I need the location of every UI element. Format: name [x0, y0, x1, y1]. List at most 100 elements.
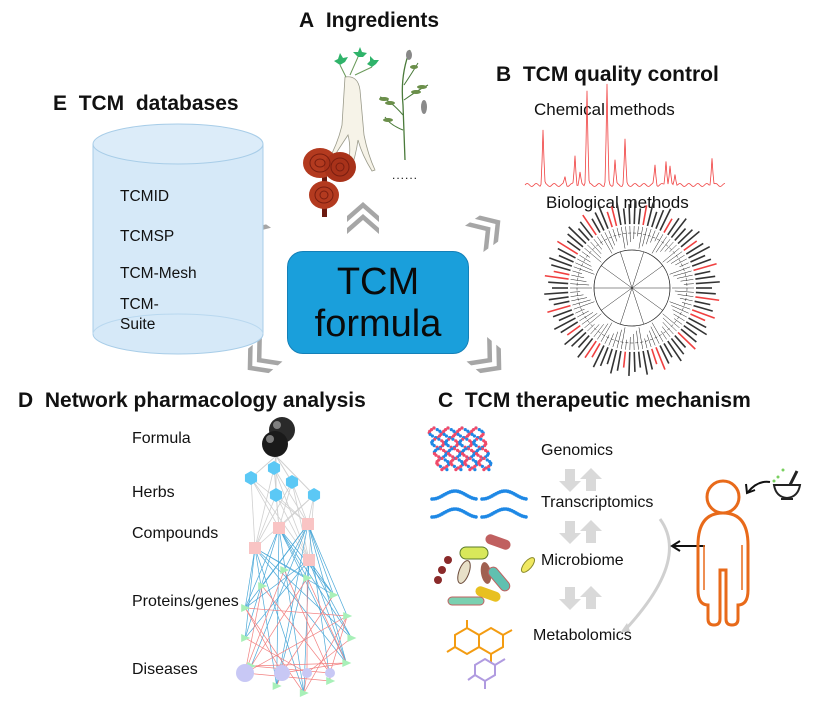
metabolite-molecule-icon: [446, 620, 513, 689]
disease-node: [325, 668, 335, 678]
section-b-title: B TCM quality control: [496, 63, 719, 87]
tree-leaf-label: [695, 291, 716, 295]
section-letter: C: [438, 389, 454, 412]
omics-label-microbiome: Microbiome: [541, 552, 624, 569]
section-c-title: C TCM therapeutic mechanism: [438, 389, 751, 413]
tree-leaf-label: [598, 206, 609, 229]
tree-leaf-label: [592, 345, 605, 368]
tree-leaf-label: [547, 304, 571, 314]
section-title-text: TCM databases: [78, 92, 239, 115]
protein-node: [342, 659, 352, 667]
tree-leaf-label: [594, 212, 605, 231]
tree-leaf-label: [667, 217, 680, 236]
reishi-mushroom-icon: [303, 148, 356, 217]
omics-label-metabolomics: Metabolomics: [533, 627, 632, 644]
rna-icon: [430, 489, 528, 519]
tree-leaf-label: [633, 200, 636, 225]
tree-leaf-label: [553, 300, 570, 306]
database-item: TCMID: [120, 188, 170, 205]
compound-node: [302, 518, 314, 530]
tree-leaf-label: [680, 328, 697, 343]
section-title-text: Network pharmacology analysis: [44, 389, 366, 412]
section-a-title: A Ingredients: [299, 9, 439, 33]
tree-leaf-label: [659, 208, 672, 231]
section-d-title: D Network pharmacology analysis: [18, 389, 366, 413]
tree-leaf-label: [685, 321, 708, 336]
section-letter: B: [496, 63, 512, 86]
tree-leaf-label: [558, 254, 574, 263]
protein-node: [280, 566, 290, 574]
database-item: TCM-: [120, 296, 159, 313]
omics-label-genomics: Genomics: [541, 442, 614, 459]
tree-leaf-label: [695, 296, 720, 302]
layer-label-proteins: Proteins/genes: [132, 593, 239, 610]
arrow-upright-icon: [464, 207, 510, 252]
tree-leaf-label: [628, 204, 631, 225]
tree-leaf-label: [599, 347, 609, 367]
tree-leaf-label: [616, 350, 622, 371]
tree-leaf-label: [566, 324, 581, 336]
tree-leaf-label: [591, 218, 601, 233]
tree-leaf-label: [646, 349, 654, 370]
tree-leaf-label: [688, 317, 707, 329]
tree-leaf-label: [642, 205, 648, 226]
herb-node: [244, 471, 258, 485]
tree-leaf-label: [693, 304, 713, 312]
tree-leaf-label: [683, 240, 698, 252]
tree-leaf-label: [544, 274, 569, 280]
bidirectional-arrow-icon: [559, 468, 602, 492]
tree-leaf-label: [651, 211, 658, 228]
compound-node: [303, 554, 315, 566]
herb-node: [285, 475, 299, 489]
tree-leaf-label: [680, 230, 700, 248]
tree-leaf-label: [674, 335, 687, 348]
person-icon: [696, 479, 750, 627]
center-line-2: formula: [314, 302, 442, 345]
layer-label-compounds: Compounds: [132, 525, 219, 542]
tree-leaf-label: [606, 211, 613, 228]
compound-node: [273, 522, 285, 534]
tree-leaf-label: [568, 226, 587, 245]
protein-node: [272, 682, 282, 690]
tree-leaf-label: [567, 233, 584, 248]
dna-icon: [427, 426, 493, 472]
bidirectional-arrow-icon: [559, 586, 602, 610]
tree-leaf-label: [655, 347, 666, 370]
tree-leaf-label: [584, 340, 597, 359]
section-title-text: TCM therapeutic mechanism: [464, 389, 751, 412]
herbs-illustration: [303, 47, 429, 217]
tree-leaf-label: [670, 218, 687, 239]
compound-node: [249, 542, 261, 554]
database-item: Suite: [120, 316, 156, 333]
tree-leaf-label: [549, 257, 573, 267]
tree-leaf-label: [571, 331, 587, 347]
tree-leaf-label: [695, 281, 720, 285]
tree-leaf-label: [637, 351, 642, 368]
tree-leaf-label: [577, 335, 590, 348]
arrow-downright-icon: [466, 337, 512, 383]
protein-node: [347, 634, 357, 642]
layer-label-diseases: Diseases: [132, 661, 198, 678]
tree-leaf-label: [690, 313, 706, 322]
tree-leaf-label: [667, 340, 682, 362]
network-graph: [236, 417, 357, 697]
center-line-1: TCM: [336, 260, 420, 303]
tree-leaf-label: [548, 281, 569, 285]
tree-leaf-label: [691, 258, 712, 267]
protein-node: [329, 591, 339, 599]
tree-leaf-label: [551, 264, 571, 272]
tree-leaf-label: [622, 208, 627, 225]
database-item: TCMSP: [120, 228, 175, 245]
herb-node: [269, 488, 283, 502]
tree-leaf-label: [556, 240, 579, 255]
tree-leaf-label: [615, 201, 622, 226]
disease-node: [302, 668, 312, 678]
protein-node: [326, 677, 336, 685]
section-title-text: TCM quality control: [522, 63, 719, 86]
tree-leaf-label: [566, 240, 581, 252]
section-e-title: E TCM databases: [53, 92, 239, 116]
tree-leaf-label: [695, 275, 716, 280]
tree-leaf-label: [560, 321, 579, 334]
tree-leaf-label: [637, 208, 642, 225]
tree-leaf-label: [642, 350, 649, 375]
